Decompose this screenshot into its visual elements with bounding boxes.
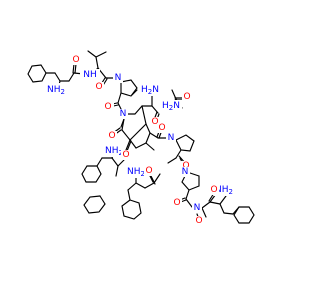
bond-skeleton [27,50,255,224]
oxygen-text: O [173,198,180,208]
oxygen-label-center-lower-right: O [157,123,167,133]
nh-text: NH [83,70,97,80]
oxygen-label-terminal-upper: O [209,185,219,195]
oxygen-text: O [195,216,202,226]
oxygen-label-lower-right: O [172,198,182,208]
nitrogen-label-terminal: N [192,203,202,213]
nitrogen-label-lower-ring: N [180,167,190,177]
amine-text: NH2 [105,146,123,157]
subscript-2: 2 [148,88,152,96]
oxygen-text: O [158,123,165,133]
nh-part: NH [105,146,119,156]
oxygen-label-right-mid: O [181,161,191,171]
subscript-2: 2 [169,104,173,112]
oxygen-text: O [183,92,190,102]
nitrogen-label-right-ring: N [166,133,176,143]
oxygen-label-lower-middle: O [144,166,154,176]
amine-label-middle: NH2 [126,166,146,178]
amine-label-top-left: NH2 [47,83,67,96]
amine-label-center: H2N [140,84,162,96]
nitrogen-text: N [115,73,122,83]
oxygen-label-right-upper: O [182,92,192,102]
oxygen-text: O [210,185,217,195]
oxygen-label-terminal: O [194,216,204,226]
atom-labels: NH2 O NH O N O N [47,55,234,226]
oxygen-text: O [108,131,115,141]
oxygen-label-center-right: O [150,117,160,127]
amine-text: NH2 [47,85,65,96]
oxygen-text: O [122,150,129,160]
oxygen-text: O [145,166,152,176]
oxygen-text: O [182,161,189,171]
oxygen-label-lower-center: O [121,150,131,160]
subscript-2: 2 [229,188,233,196]
h-part: H [162,101,169,111]
oxygen-label-upper: O [94,82,104,92]
amine-label-right-upper: H2N [160,100,182,112]
nitrogen-label-center: N [118,109,128,119]
nh-part: NH [47,85,61,95]
amine-text: NH2 [215,185,233,196]
subscript-2: 2 [141,170,145,178]
amine-text: H2N [141,85,159,96]
oxygen-label-center-left: O [104,102,114,112]
amine-text: NH2 [127,167,145,178]
amine-label-left-mid: NH2 [104,145,124,157]
amide-nh-label-top: NH [80,69,100,81]
oxygen-text: O [151,117,158,127]
oxygen-text: O [72,55,79,65]
oxygen-text: O [104,102,111,112]
n-part: N [152,85,159,95]
nitrogen-text: N [194,203,201,213]
amine-text: H2N [162,101,180,112]
nitrogen-text: N [168,133,175,143]
nitrogen-label-pyrroline: N [113,73,123,83]
n-part: N [173,101,180,111]
nitrogen-text: N [120,109,127,119]
oxygen-text: O [95,82,102,92]
oxygen-label-left-mid: O [107,131,117,141]
nh-part: NH [127,167,141,177]
molecule-structure: NH2 O NH O N O N [27,50,255,226]
subscript-2: 2 [119,149,123,157]
subscript-2: 2 [61,88,65,96]
oxygen-label-top: O [71,55,81,65]
nh-part: NH [215,185,229,195]
nitrogen-text: N [182,167,189,177]
h-part: H [141,85,148,95]
